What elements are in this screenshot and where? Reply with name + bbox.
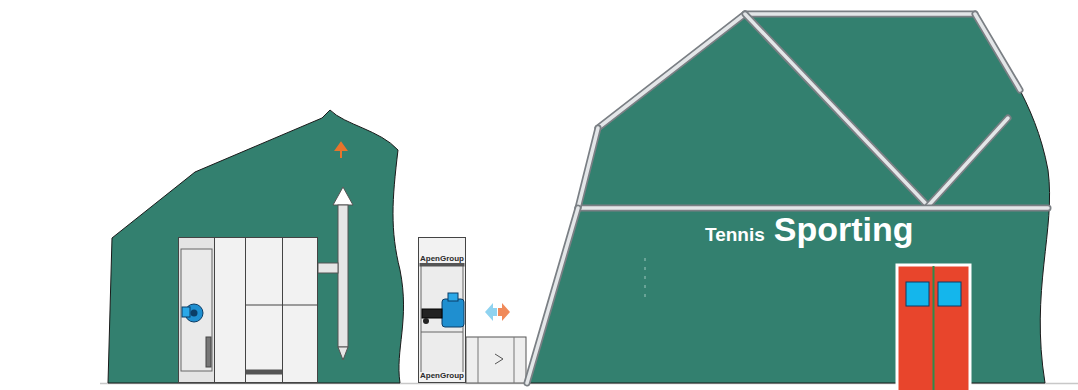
burner-symbol [422, 293, 464, 327]
door-split [933, 266, 935, 390]
brand-logo: ApenGroup [419, 372, 465, 380]
burner-valve [423, 318, 429, 324]
text-row: ApenGroup [419, 247, 465, 265]
hall-name: Tennis [705, 225, 765, 244]
heater-unit: ApenGroup [418, 237, 466, 383]
heater-unit [419, 238, 466, 383]
frame-tube [578, 128, 598, 208]
panel-divider [245, 305, 317, 306]
panel-divider [421, 332, 463, 333]
burner-body [442, 299, 464, 327]
door-window [938, 282, 961, 306]
exhaust-arrow [336, 143, 346, 158]
unit-panel [215, 238, 246, 383]
burner-motor [448, 293, 458, 301]
unit-door [181, 249, 212, 371]
blower-hub [191, 310, 198, 317]
duct [466, 337, 526, 383]
frame-tube-highlight [527, 208, 578, 383]
heater-unit [179, 238, 318, 383]
flue-cap [333, 187, 353, 205]
flue-stack [338, 205, 348, 347]
sports-hall: Tennis Sporting [520, 0, 1078, 390]
flue-drain [338, 347, 348, 360]
frame-tube [928, 118, 1008, 206]
tennis-dome [525, 12, 1050, 390]
frame-tube [975, 14, 1020, 90]
text-row: ApenGroup [419, 364, 465, 382]
frame-tube [598, 14, 745, 128]
unit-panel [246, 238, 283, 383]
cold-air-arrow [485, 303, 497, 321]
flue-connector [318, 263, 338, 273]
blower-symbol [182, 304, 203, 322]
door-window [906, 282, 929, 306]
unit-handle [206, 337, 211, 367]
frame-tube-highlight [975, 14, 1020, 90]
unit-front-panel [179, 238, 215, 383]
frame-tube-highlight [598, 14, 745, 128]
logo-band [246, 370, 282, 374]
unit-panel [421, 264, 463, 379]
frame-tube-highlight [928, 118, 1008, 206]
frame-tube [745, 11, 975, 18]
damper-symbol [495, 354, 503, 364]
frame-tube-highlight [578, 206, 1048, 210]
frame-tube-highlight [745, 12, 975, 16]
entrance-door [897, 265, 970, 390]
unit-panel [283, 238, 318, 383]
frame-tube-highlight [745, 14, 928, 206]
unit-housing [179, 238, 318, 383]
blower-motor [182, 307, 190, 317]
burner-nozzle [422, 309, 442, 318]
node-outline [178, 237, 318, 383]
frame-tube [527, 208, 578, 383]
seam-mark [645, 258, 646, 300]
air-duct [466, 337, 526, 383]
hall-name: Sporting [774, 212, 914, 246]
frame-tube [578, 205, 1048, 212]
unit-housing [419, 238, 466, 383]
text-row: Tennis Sporting [705, 212, 923, 246]
brand-logo: ApenGroup [419, 255, 465, 263]
duct-flange [514, 337, 515, 383]
warm-air-arrow [498, 303, 510, 321]
heater-unit: ApenGroup [178, 237, 318, 383]
frame-tube-highlight [578, 128, 598, 208]
duct-flange [478, 337, 479, 383]
node-outline [520, 0, 1078, 390]
flue-pipe [318, 187, 353, 360]
frame-tube [745, 14, 928, 206]
shelter-structure [108, 110, 404, 383]
